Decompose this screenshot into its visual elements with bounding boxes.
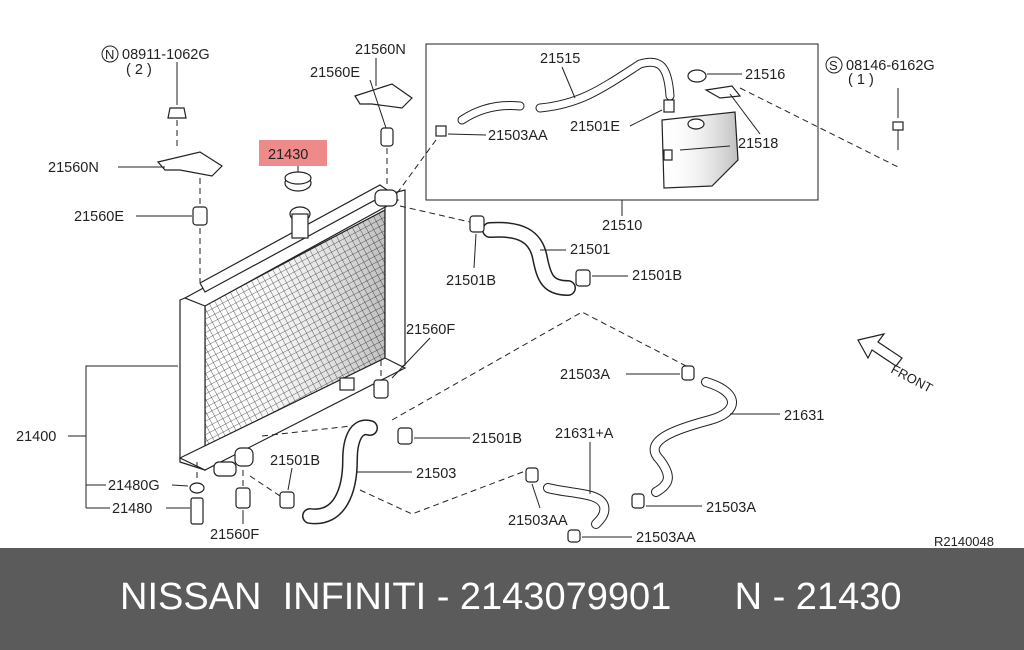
cap-part-number[interactable]: 21430 <box>268 147 308 163</box>
radiator-part-number[interactable]: 21400 <box>16 429 56 445</box>
upper-clamp-right[interactable] <box>575 269 591 287</box>
drain-gasket-part-number[interactable]: 21480G <box>108 478 160 494</box>
footer-part-info: NISSAN INFINITI - 2143079901 N - 21430 <box>120 576 902 618</box>
bracket-left[interactable] <box>156 151 223 177</box>
reservoir-cap-part-number[interactable]: 21516 <box>745 67 785 83</box>
oil-clamp-b-part-number[interactable]: 21503A <box>706 500 756 516</box>
bolt-right-part-number[interactable]: 08146-6162G <box>846 58 935 74</box>
clip-reservoir[interactable] <box>663 99 675 113</box>
clamp-reservoir-part-number[interactable]: 21503AA <box>488 128 548 144</box>
mount-right-part-number[interactable]: 21560F <box>406 322 455 338</box>
bolt-right-symbol-circle <box>825 56 843 74</box>
bolt-left-quantity: ( 2 ) <box>126 62 152 78</box>
bracket-top-part-number[interactable]: 21560N <box>355 42 406 58</box>
oil-clamp-a[interactable] <box>525 467 539 483</box>
mount-bottom[interactable] <box>235 487 251 509</box>
oil-clamp-top-part-number[interactable]: 21503A <box>560 367 610 383</box>
reservoir-hose[interactable] <box>457 57 675 125</box>
oil-hose-2-part-number[interactable]: 21631+A <box>555 426 614 442</box>
drain-plug[interactable] <box>190 497 204 525</box>
upper-clamp-left-part-number[interactable]: 21501B <box>446 273 496 289</box>
drain-gasket[interactable] <box>189 482 205 494</box>
drain-plug-part-number[interactable]: 21480 <box>112 501 152 517</box>
parts-diagram: 21430 N 08911-1062G ( 2 ) 21560N 21560E … <box>16 42 994 548</box>
reservoir-tank[interactable] <box>661 111 739 189</box>
bolt-right[interactable] <box>892 121 904 131</box>
upper-hose-part-number[interactable]: 21501 <box>570 242 610 258</box>
bracket-top[interactable] <box>354 83 413 109</box>
footer-bar: NISSAN INFINITI - 2143079901 N - 21430 <box>0 548 1024 650</box>
front-arrow-icon <box>857 333 903 367</box>
oil-clamp-a-part-number[interactable]: 21503AA <box>508 513 568 529</box>
oil-clamp-c-part-number[interactable]: 21503AA <box>636 530 696 546</box>
reservoir-assembly-part-number[interactable]: 21510 <box>602 218 642 234</box>
bolt-left-symbol: N <box>105 47 114 62</box>
upper-clamp-left[interactable] <box>469 215 485 233</box>
bolt-right-quantity: ( 1 ) <box>848 72 874 88</box>
mount-top-part-number[interactable]: 21560E <box>310 65 360 81</box>
bracket-left-part-number[interactable]: 21560N <box>48 160 99 176</box>
bolt-left-symbol-circle <box>101 45 119 63</box>
lower-clamp-left[interactable] <box>279 491 295 509</box>
clip-reservoir-part-number[interactable]: 21501E <box>570 119 620 135</box>
cap-label-highlight <box>259 140 327 166</box>
mount-bottom-part-number[interactable]: 21560F <box>210 527 259 543</box>
lower-clamp-right[interactable] <box>397 427 413 445</box>
mount-top[interactable] <box>380 127 394 147</box>
radiator-assembly[interactable] <box>178 184 407 477</box>
front-label: FRONT <box>889 361 936 395</box>
mount-right[interactable] <box>373 379 389 399</box>
upper-clamp-right-part-number[interactable]: 21501B <box>632 268 682 284</box>
reference-code: R2140048 <box>934 534 994 548</box>
lower-clamp-left-part-number[interactable]: 21501B <box>270 453 320 469</box>
oil-hose-part-number[interactable]: 21631 <box>784 408 824 424</box>
reservoir-hose-part-number[interactable]: 21515 <box>540 51 580 67</box>
reservoir-cap[interactable] <box>687 69 707 83</box>
bolt-right-symbol: S <box>829 58 838 73</box>
lower-clamp-right-part-number[interactable]: 21501B <box>472 431 522 447</box>
reservoir-bracket[interactable] <box>704 85 742 99</box>
oil-clamp-b[interactable] <box>631 493 645 509</box>
oil-clamp-top[interactable] <box>681 365 695 381</box>
lower-hose-part-number[interactable]: 21503 <box>416 466 456 482</box>
nut-left[interactable] <box>167 107 187 119</box>
mount-left[interactable] <box>192 206 208 226</box>
oil-clamp-c[interactable] <box>567 529 581 543</box>
mount-left-part-number[interactable]: 21560E <box>74 209 124 225</box>
bolt-left-part-number[interactable]: 08911-1062G <box>122 47 210 63</box>
reservoir-bracket-part-number[interactable]: 21518 <box>738 136 778 152</box>
clamp-reservoir[interactable] <box>435 125 447 137</box>
